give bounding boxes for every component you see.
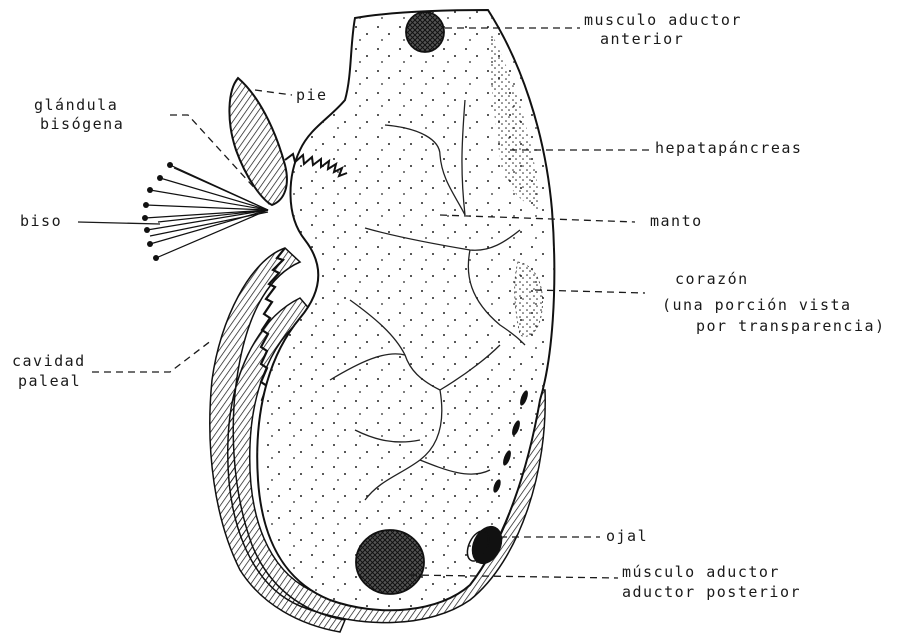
label-pie: pie: [296, 86, 328, 104]
musculo-aductor-anterior[interactable]: [406, 12, 444, 52]
musculo-aductor-posterior[interactable]: [356, 530, 424, 594]
label-cavidad-1: cavidad: [12, 352, 86, 370]
label-cavidad-2: paleal: [18, 372, 81, 390]
label-musculo-anterior-1: musculo aductor: [584, 11, 742, 29]
label-musculo-anterior-2: anterior: [600, 30, 684, 48]
leader-pie: [255, 90, 292, 95]
label-glandula-2: bisógena: [40, 115, 124, 133]
biso-ends: [142, 162, 173, 261]
label-glandula-1: glándula: [34, 96, 118, 114]
label-corazon-1: corazón: [675, 270, 749, 288]
label-ojal: ojal: [606, 527, 648, 545]
leader-biso: [78, 222, 160, 224]
pie-foot[interactable]: [229, 78, 286, 205]
label-corazon-3: por transparencia): [696, 317, 886, 335]
label-musculo-posterior-1: músculo aductor: [622, 563, 780, 581]
leader-cavidad: [92, 340, 212, 372]
label-hepatopancreas: hepatapáncreas: [655, 139, 802, 157]
label-manto: manto: [650, 212, 703, 230]
label-corazon-2: (una porción vista: [662, 296, 852, 314]
label-musculo-posterior-2: aductor posterior: [622, 583, 801, 601]
label-biso: biso: [20, 212, 62, 230]
